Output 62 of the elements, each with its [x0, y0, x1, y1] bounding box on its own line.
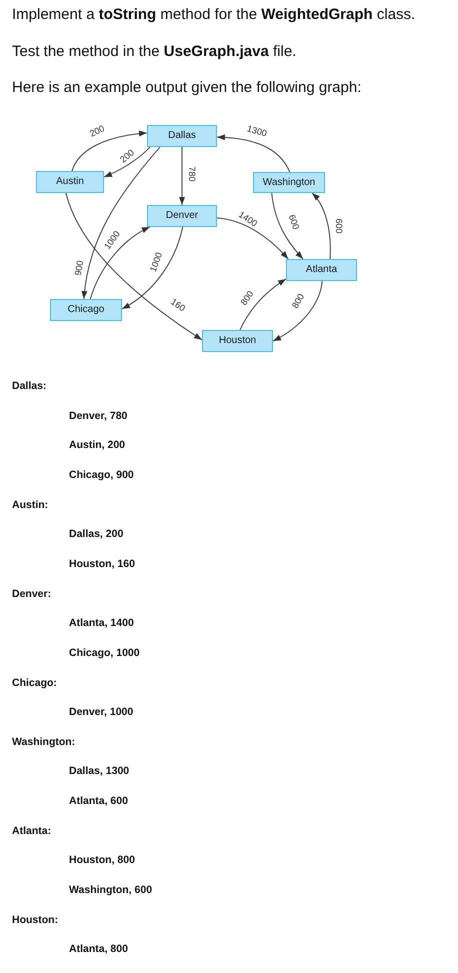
edge-label: 200 [88, 123, 106, 139]
edge-label: 600 [334, 218, 344, 234]
arrow [240, 278, 286, 330]
output-heading: Houston: [12, 914, 58, 927]
output-line: Denver, 1000 [69, 706, 134, 720]
vertex-name: Chicago [68, 304, 104, 316]
edge-label: 900 [72, 260, 86, 276]
output-line: Austin, 200 [69, 439, 126, 452]
vertex-box [50, 299, 122, 321]
instruction-text: Here is an example output given the following graph: [12, 79, 362, 97]
output-line: Chicago, 900 [69, 468, 134, 482]
edge-label: 160 [168, 296, 188, 314]
output-heading: Dallas: [12, 380, 46, 393]
edge-label: 800 [290, 292, 306, 310]
edge-label: 1300 [246, 124, 268, 138]
vertex-box [202, 330, 273, 352]
edge-label: 800 [238, 288, 256, 308]
arrow [216, 218, 289, 260]
output-heading: Washington: [12, 736, 76, 749]
instruction-text: Implement a toString method for the WeightedGraph class. [12, 6, 416, 24]
arrow [179, 146, 185, 206]
vertex-name: Washington [262, 176, 316, 188]
output-line: Dallas, 200 [69, 528, 124, 542]
arrow [65, 192, 202, 340]
edge-label: 200 [118, 147, 136, 165]
vertex-name: Dallas [168, 130, 196, 142]
edge-label: 1000 [148, 250, 164, 274]
arrow [72, 130, 148, 172]
arrow [216, 134, 290, 172]
arrow [104, 146, 150, 178]
output-heading: Chicago: [12, 676, 57, 690]
vertex-box [286, 259, 357, 281]
output-line: Denver, 780 [69, 410, 128, 423]
arrow [271, 192, 304, 260]
output-line: Houston, 160 [69, 558, 135, 571]
output-line: Atlanta, 800 [69, 943, 128, 956]
output-heading: Austin: [12, 498, 48, 512]
vertex-box [253, 172, 325, 193]
vertex-name: Austin [56, 176, 84, 188]
arrow [312, 192, 331, 260]
vertex-name: Denver [166, 210, 198, 222]
output-line: Atlanta, 600 [69, 795, 128, 808]
vertex-name: Atlanta [306, 264, 338, 276]
instruction-text: Test the method in the UseGraph.java file. [12, 43, 296, 61]
output-line: Washington, 600 [69, 884, 152, 898]
edge-label: 780 [187, 166, 197, 182]
vertex-box [147, 125, 217, 147]
vertex-box [147, 205, 217, 227]
edge-label: 1400 [236, 209, 260, 229]
vertex-box [36, 171, 104, 193]
arrow [90, 226, 150, 300]
output-line: Chicago, 1000 [69, 646, 140, 660]
vertex-name: Houston [218, 335, 256, 347]
edge-label: 600 [286, 213, 302, 231]
arrow [122, 226, 184, 310]
arrow [82, 146, 160, 300]
arrow [272, 280, 323, 342]
output-line: Atlanta, 1400 [69, 617, 134, 630]
output-heading: Atlanta: [12, 824, 52, 838]
output-heading: Denver: [12, 588, 52, 601]
output-line: Dallas, 1300 [69, 765, 130, 778]
output-line: Houston, 800 [69, 854, 135, 868]
